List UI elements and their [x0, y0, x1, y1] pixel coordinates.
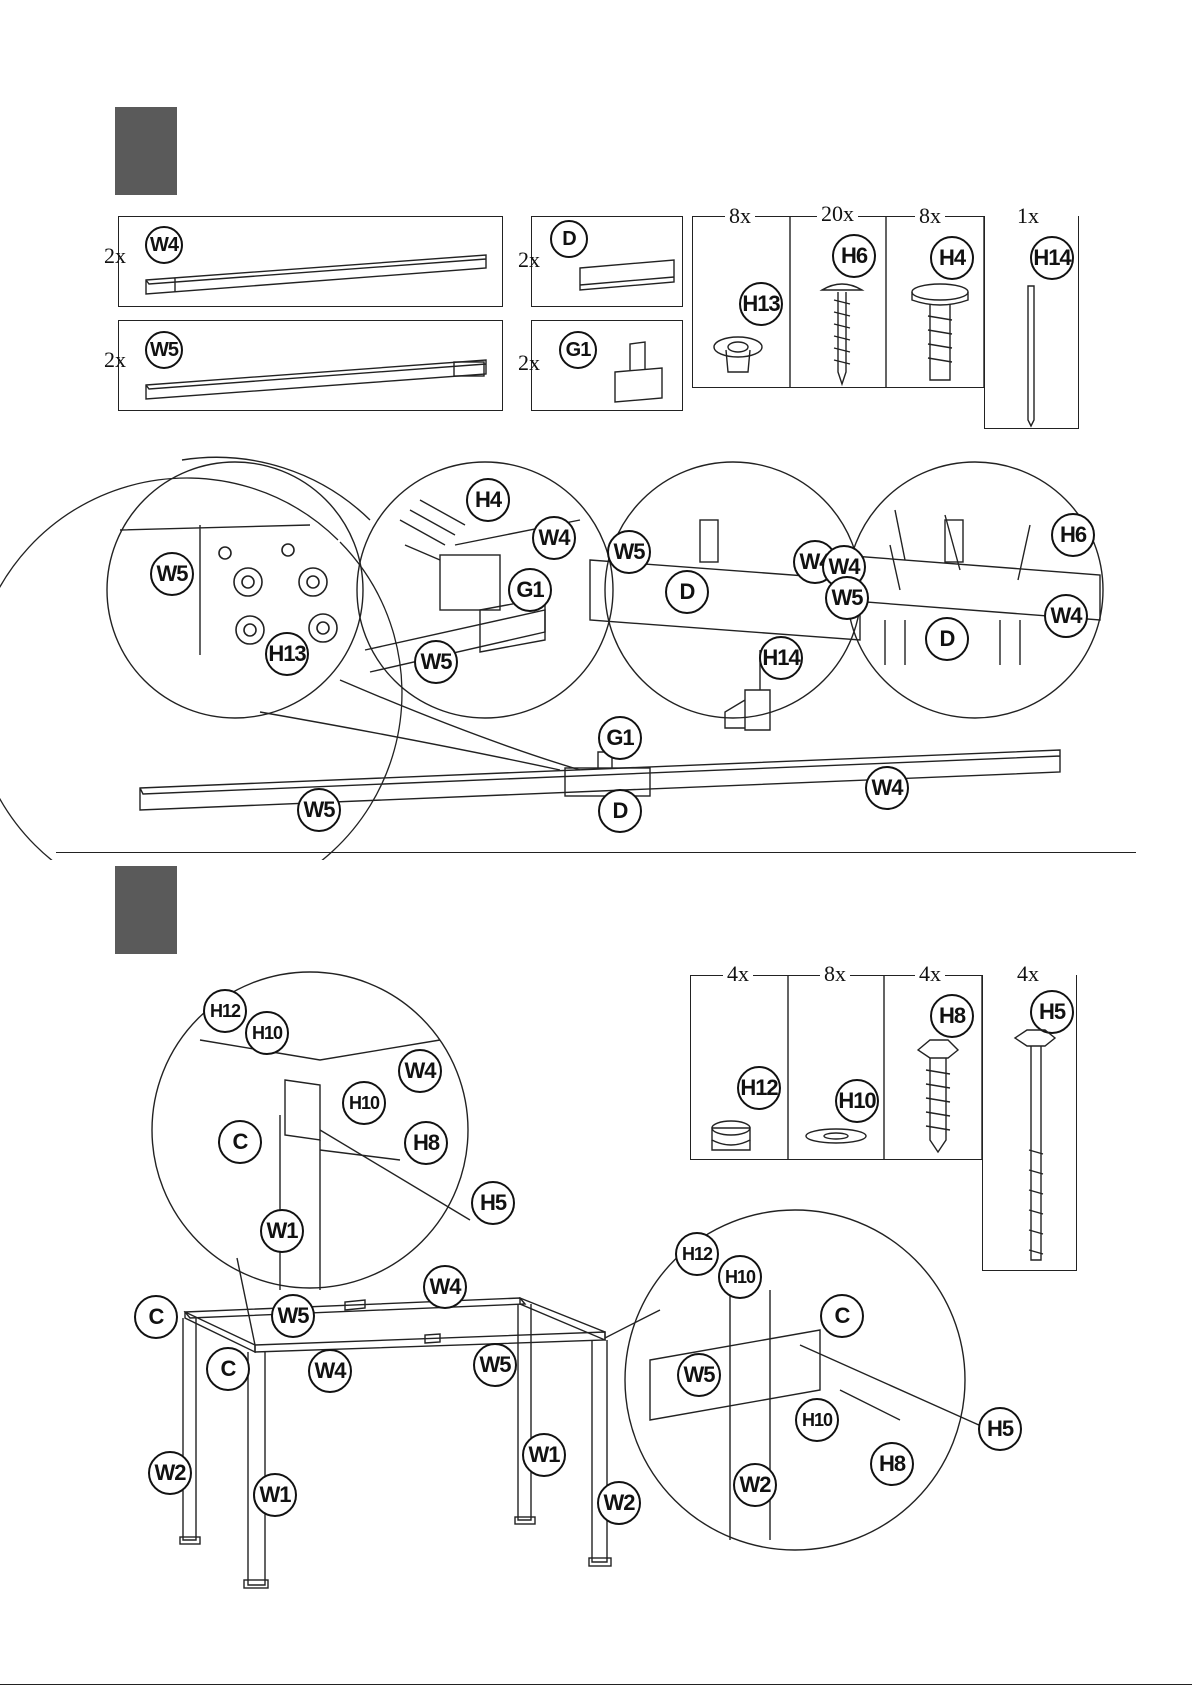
- callout-label: H10: [342, 1081, 386, 1125]
- callout-label: W5: [677, 1353, 721, 1397]
- callout-label: W4: [308, 1349, 352, 1393]
- callout-label: H5: [471, 1181, 515, 1225]
- leg-front-left: [248, 1352, 265, 1585]
- callout-label: H10: [795, 1398, 839, 1442]
- leg-back-right: [518, 1304, 531, 1520]
- callout-label: H5: [978, 1407, 1022, 1451]
- leg-back-left: [183, 1318, 196, 1540]
- callout-label: W1: [253, 1473, 297, 1517]
- callout-label: W2: [597, 1481, 641, 1525]
- callout-label: W2: [733, 1463, 777, 1507]
- callout-label: C: [206, 1347, 250, 1391]
- callout-label: H12: [203, 989, 247, 1033]
- callout-label: C: [820, 1294, 864, 1338]
- callout-label: H8: [404, 1121, 448, 1165]
- callout-label: C: [134, 1295, 178, 1339]
- callout-label: W5: [473, 1343, 517, 1387]
- callout-label: C: [218, 1120, 262, 1164]
- callout-label: H12: [675, 1232, 719, 1276]
- callout-label: W4: [423, 1265, 467, 1309]
- callout-label: H10: [718, 1255, 762, 1299]
- lag-screw-icon: [918, 1040, 958, 1152]
- callout-label: W1: [260, 1209, 304, 1253]
- nut-icon: [712, 1121, 750, 1150]
- callout-label: W2: [148, 1451, 192, 1495]
- leg-front-right: [592, 1340, 607, 1562]
- callout-label: W4: [398, 1049, 442, 1093]
- callout-label: H10: [245, 1011, 289, 1055]
- callout-label: H8: [870, 1442, 914, 1486]
- long-bolt-icon: [1015, 1030, 1055, 1260]
- callout-label: W1: [522, 1433, 566, 1477]
- washer-icon: [806, 1129, 866, 1143]
- callout-label: W5: [271, 1294, 315, 1338]
